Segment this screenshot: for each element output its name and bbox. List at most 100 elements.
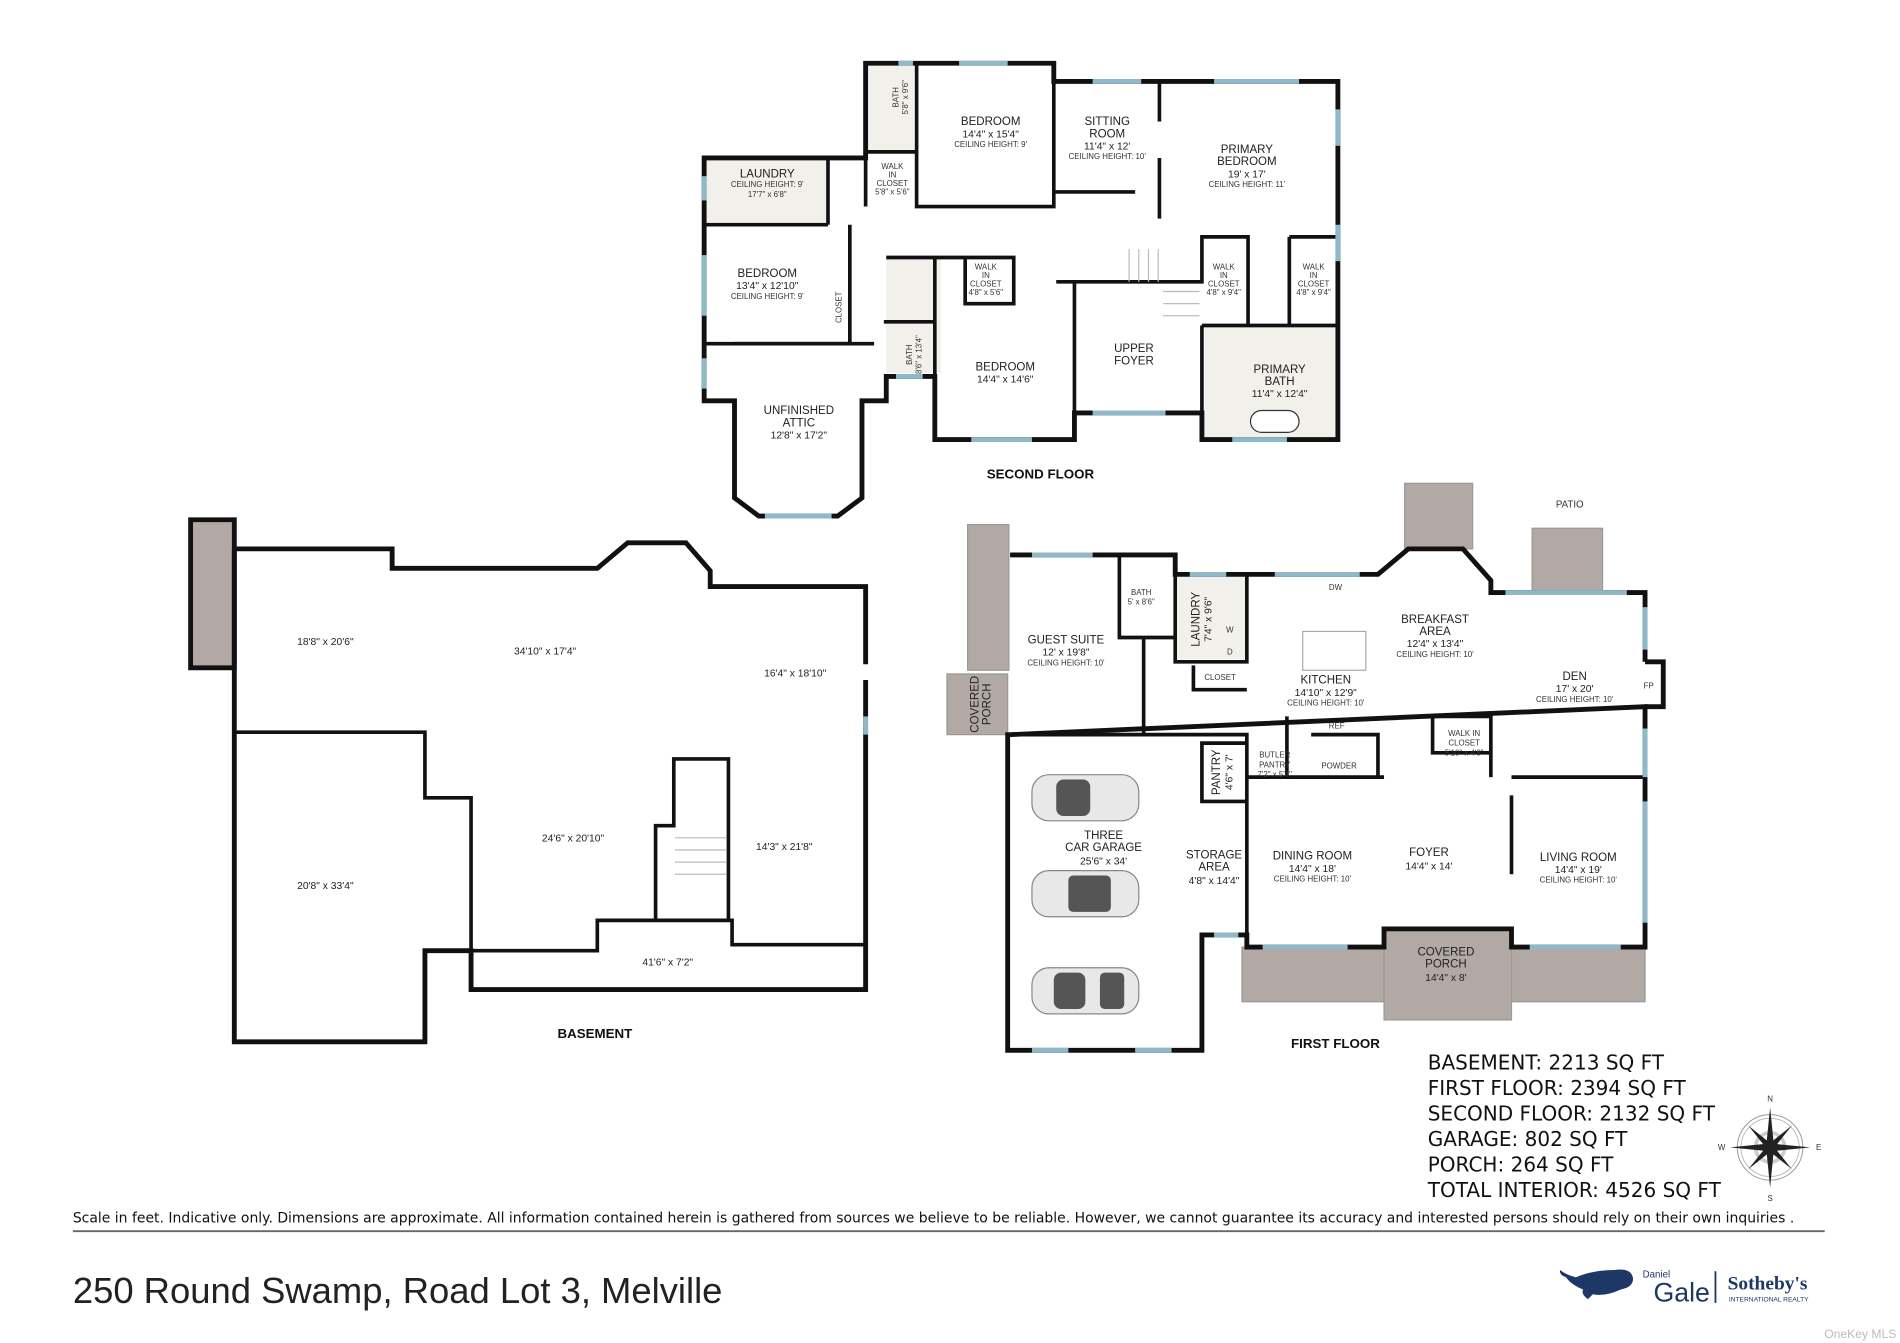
room-dims: 24'6" x 20'10" (542, 833, 605, 844)
room-name: PANTRY (1259, 760, 1291, 769)
room-name: COVERED (1417, 947, 1474, 959)
compass-s: S (1767, 1194, 1772, 1203)
room-name: BATH (891, 87, 900, 108)
area-line: GARAGE: 802 SQ FT (1428, 1127, 1628, 1151)
room-name: POWDER (1321, 762, 1357, 771)
room-name: BUTLER (1259, 751, 1290, 760)
room-name: WALK (881, 162, 904, 171)
room-name: BATH (1131, 588, 1152, 597)
watermark: OneKey MLS (1824, 1327, 1896, 1341)
room-dims: 4'6" x 7' (1224, 754, 1235, 790)
room-dims: 14'10" x 12'9" (1295, 688, 1358, 699)
first-floor-plan: GUEST SUITE 12' x 19'8" CEILING HEIGHT: … (946, 482, 1666, 1053)
room-name: BEDROOM (738, 268, 798, 280)
room-dims: 12'8" x 17'2" (771, 430, 828, 441)
room-dims: 5'8" x 9'6" (901, 80, 910, 115)
room-ceiling: CEILING HEIGHT: 9' (731, 180, 804, 189)
area-summary: BASEMENT: 2213 SQ FT FIRST FLOOR: 2394 S… (1427, 1051, 1722, 1202)
room-name: SITTING (1085, 116, 1130, 128)
room-name: BATH (1265, 376, 1295, 388)
room-dims: 14'4" x 14' (1405, 861, 1452, 872)
room-name: PRIMARY (1221, 144, 1274, 156)
room-dims: 14'4" x 18' (1289, 864, 1336, 875)
room-name: FOYER (1114, 355, 1154, 367)
room-ceiling: CEILING HEIGHT: 10' (1536, 695, 1614, 704)
room-dims: 14'4" x 8' (1425, 973, 1466, 984)
room-ceiling: CEILING HEIGHT: 10' (1274, 875, 1352, 884)
room-name: LAUNDRY (740, 168, 795, 180)
room-dims: 18'8" x 20'6" (297, 637, 354, 648)
room-dims: 4'8" x 5'6" (969, 288, 1004, 297)
floor-label-basement: BASEMENT (557, 1026, 632, 1041)
logo-brand: Sotheby's (1728, 1273, 1808, 1294)
logo-sub: INTERNATIONAL REALTY (1729, 1297, 1809, 1304)
compass-rose-icon: N S E W (1718, 1094, 1821, 1203)
room-dims: 4'8" x 9'4" (1207, 288, 1242, 297)
room-ceiling: CEILING HEIGHT: 9' (954, 140, 1027, 149)
room-name: BEDROOM (975, 361, 1035, 373)
room-name: COVERED (970, 676, 982, 733)
stairs (191, 519, 234, 669)
room-name: UPPER (1114, 343, 1154, 355)
compass-e: E (1816, 1143, 1821, 1152)
room-ceiling: CEILING HEIGHT: 10' (1287, 698, 1365, 707)
room-ceiling: CEILING HEIGHT: 9' (731, 292, 804, 301)
area-line: FIRST FLOOR: 2394 SQ FT (1428, 1076, 1687, 1100)
room-name: CLOSET (970, 280, 1002, 289)
room-dims: 25'6" x 34' (1080, 857, 1127, 868)
car-icon (1031, 869, 1140, 918)
room-dims: 4'8" x 14'4" (1189, 876, 1240, 887)
room-name: CLOSET (1204, 673, 1236, 682)
washer-label: W (1226, 626, 1234, 635)
dryer-label: D (1227, 648, 1233, 657)
room-name: CLOSET (1298, 280, 1330, 289)
room-dims: 14'4" x 19' (1555, 865, 1602, 876)
room-dims: 13'4" x 12'10" (736, 281, 799, 292)
room-name: LAUNDRY (1190, 592, 1202, 647)
room-dims: 14'4" x 15'4" (962, 129, 1019, 140)
floor-label-first: FIRST FLOOR (1291, 1036, 1380, 1051)
room-name: PATIO (1556, 500, 1584, 511)
compass-w: W (1718, 1143, 1726, 1152)
room-dims: 41'6" x 7'2" (642, 957, 693, 968)
second-floor-plan: BEDROOM 14'4" x 15'4" CEILING HEIGHT: 9'… (701, 60, 1341, 519)
room-name: ROOM (1089, 128, 1125, 140)
area-line: PORCH: 264 SQ FT (1428, 1153, 1614, 1177)
room-name: CAR GARAGE (1065, 842, 1142, 854)
room-name: DEN (1562, 671, 1586, 683)
room-name: WALK (1213, 263, 1236, 272)
room-name: LIVING ROOM (1540, 852, 1617, 864)
room-dims: 11'4" x 12' (1084, 141, 1130, 152)
room-ceiling: CEILING HEIGHT: 11' (1209, 180, 1286, 189)
car-icon (1031, 774, 1140, 822)
room-dims: 5'10" x 4'8" (1445, 748, 1484, 757)
room-ceiling: CEILING HEIGHT: 10' (1027, 658, 1105, 667)
area-line: SECOND FLOOR: 2132 SQ FT (1428, 1102, 1716, 1126)
room-name: CLOSET (877, 179, 909, 188)
room-name: IN (982, 271, 990, 280)
whale-icon (1559, 1269, 1634, 1300)
room-name: STORAGE (1186, 849, 1242, 861)
room-dims: 8'6" x 13'4" (914, 335, 923, 374)
dishwasher-label: DW (1329, 583, 1343, 592)
room-name: IN (1220, 271, 1228, 280)
disclaimer: Scale in feet. Indicative only. Dimensio… (73, 1211, 1794, 1227)
room-name: BREAKFAST (1401, 614, 1469, 626)
room-name: AREA (1419, 626, 1451, 638)
area-line: BASEMENT: 2213 SQ FT (1428, 1051, 1665, 1075)
kitchen-island (1302, 630, 1367, 671)
room-dims: 17' x 20' (1556, 684, 1594, 695)
area-line: TOTAL INTERIOR: 4526 SQ FT (1427, 1178, 1722, 1202)
room-dims: 16'4" x 18'10" (764, 668, 827, 679)
room-name: ATTIC (783, 417, 815, 429)
room-name: DINING ROOM (1273, 851, 1352, 863)
room-ceiling: CEILING HEIGHT: 10' (1540, 876, 1618, 885)
room-name: GUEST SUITE (1028, 635, 1105, 647)
room-dims: 5'8" x 5'6" (875, 187, 910, 196)
windows (1031, 552, 1648, 1053)
logo-main: Gale (1654, 1278, 1710, 1308)
bathtub-icon (1249, 409, 1300, 433)
room-name: AREA (1198, 862, 1230, 874)
floor-label-second: SECOND FLOOR (987, 466, 1095, 481)
